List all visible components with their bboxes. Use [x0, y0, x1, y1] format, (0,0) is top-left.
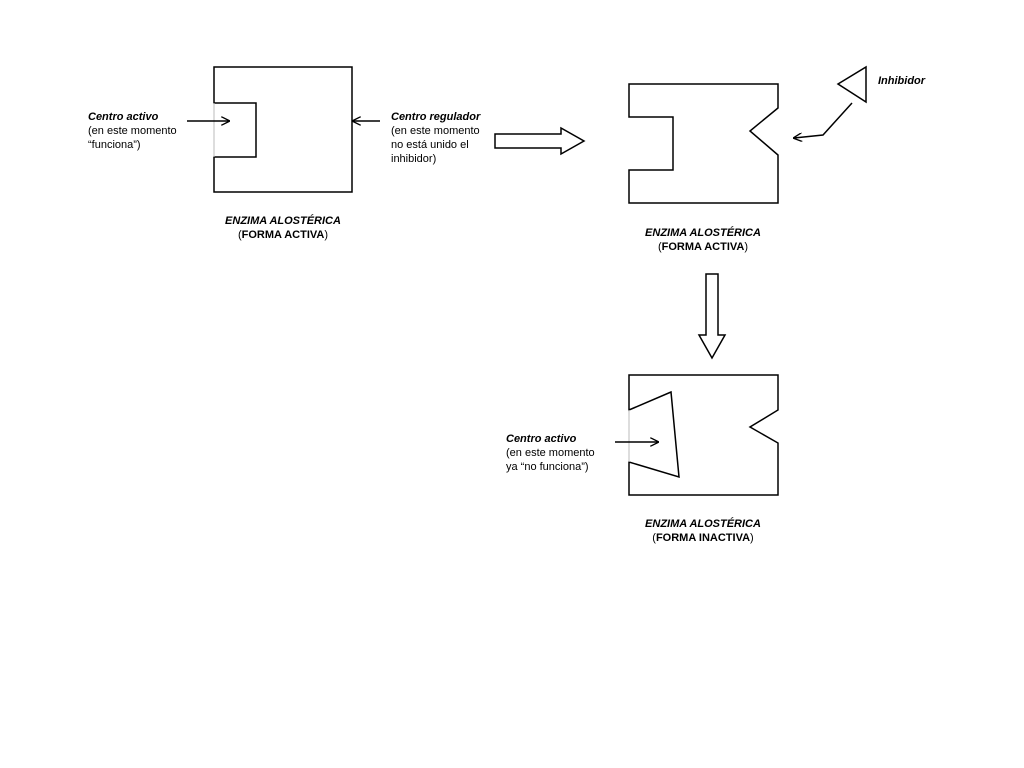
transition-arrow-right [494, 126, 586, 156]
left-active-site-line2: “funciona”) [88, 139, 141, 151]
enzyme-1-caption-form: (FORMA ACTIVA) [237, 229, 329, 241]
left-active-site-line1: (en este momento [88, 125, 177, 137]
bottom-active-site-title: Centro activo [506, 433, 577, 445]
regulatory-site-line2: no está unido el [391, 139, 469, 151]
enzyme-3-caption: ENZIMA ALOSTÉRICA (FORMA INACTIVA) [603, 517, 803, 545]
enzyme-1-shape [213, 66, 353, 193]
enzyme-2-shape [628, 83, 779, 204]
inhibitor-arrow [794, 102, 853, 138]
enzyme-2-caption: ENZIMA ALOSTÉRICA (FORMA ACTIVA) [603, 226, 803, 254]
enzyme-3-caption-title: ENZIMA ALOSTÉRICA [645, 518, 761, 530]
enzyme-2-caption-title: ENZIMA ALOSTÉRICA [645, 227, 761, 239]
bottom-active-site-line2: ya “no funciona”) [506, 461, 589, 473]
regulatory-site-label: Centro regulador (en este momento no est… [391, 110, 480, 166]
regulatory-site-title: Centro regulador [391, 111, 481, 123]
left-active-site-title: Centro activo [88, 111, 159, 123]
enzyme-3-shape [628, 374, 779, 496]
regulatory-site-line1: (en este momento [391, 125, 480, 137]
inhibitor-label: Inhibidor [878, 74, 925, 88]
enzyme-1-caption: ENZIMA ALOSTÉRICA (FORMA ACTIVA) [183, 214, 383, 242]
left-active-site-label: Centro activo (en este momento “funciona… [88, 110, 177, 152]
enzyme-3-caption-form: (FORMA INACTIVA) [652, 532, 754, 544]
regulatory-site-line3: inhibidor) [391, 153, 437, 165]
inhibitor-title: Inhibidor [878, 75, 926, 87]
transition-arrow-down [697, 273, 727, 360]
inhibitor-triangle [836, 65, 867, 104]
enzyme-2-caption-form: (FORMA ACTIVA) [657, 241, 749, 253]
bottom-active-site-line1: (en este momento [506, 447, 595, 459]
bottom-active-site-label: Centro activo (en este momento ya “no fu… [506, 432, 595, 474]
enzyme-1-caption-title: ENZIMA ALOSTÉRICA [225, 215, 341, 227]
